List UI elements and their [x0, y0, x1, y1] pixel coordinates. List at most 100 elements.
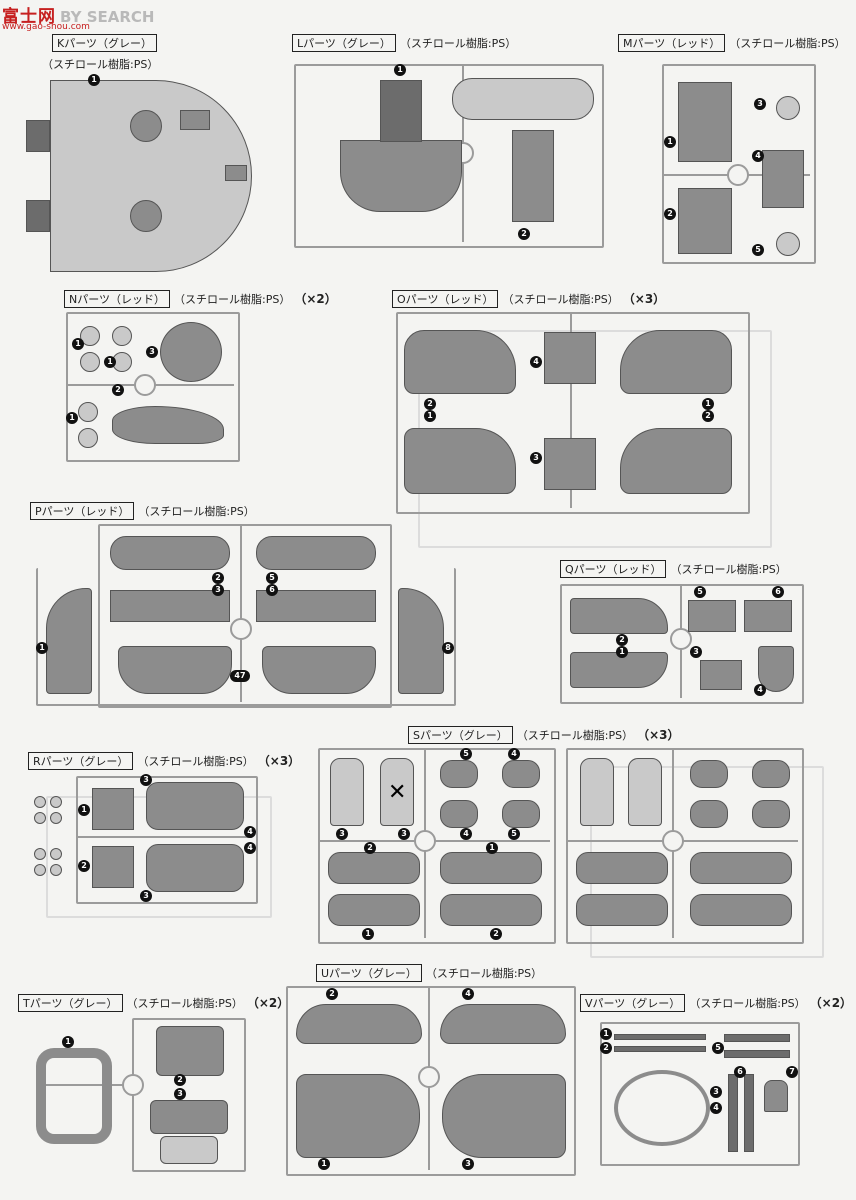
m-tag: Mパーツ（レッド）	[618, 34, 726, 52]
o-part	[544, 332, 596, 384]
p-gate	[230, 618, 252, 640]
t-header: Tパーツ（グレー） （スチロール樹脂:PS） （×2）	[18, 994, 289, 1012]
part-number: 3	[690, 646, 702, 658]
r-part	[34, 812, 46, 824]
o-quantity: （×3）	[622, 292, 666, 306]
not-used-mark-icon: ✕	[388, 780, 407, 805]
t-material: （スチロール樹脂:PS）	[126, 997, 243, 1010]
part-number: 2	[78, 860, 90, 872]
r-part	[146, 844, 244, 892]
p-part	[262, 646, 376, 694]
s-part	[690, 852, 792, 884]
o-material: （スチロール樹脂:PS）	[502, 293, 619, 306]
r-runner	[78, 836, 252, 838]
part-number: 3	[336, 828, 348, 840]
r-part	[50, 796, 62, 808]
part-number: 6	[734, 1066, 746, 1078]
part-number: 3	[212, 584, 224, 596]
m-part	[762, 150, 804, 208]
watermark-url: www.gao-shou.com	[2, 22, 90, 32]
n-material: （スチロール樹脂:PS）	[174, 293, 291, 306]
part-number: 8	[442, 642, 454, 654]
part-number: 1	[616, 646, 628, 658]
s-part	[502, 760, 540, 788]
watermark-brand: BY SEARCH	[60, 8, 155, 26]
p-part	[110, 536, 230, 570]
part-number: 3	[530, 452, 542, 464]
part-number: 4	[244, 842, 256, 854]
part-number: 1	[62, 1036, 74, 1048]
q-material: （スチロール樹脂:PS）	[670, 563, 787, 576]
q-part	[700, 660, 742, 690]
part-number: 4	[710, 1102, 722, 1114]
u-gate	[418, 1066, 440, 1088]
s-frame	[566, 748, 804, 944]
o-part	[620, 330, 732, 394]
v-quantity: （×2）	[809, 996, 853, 1010]
u-part	[296, 1074, 420, 1158]
s-quantity: （×3）	[637, 728, 680, 742]
l-part	[452, 78, 594, 120]
s-part	[440, 852, 542, 884]
s-part	[502, 800, 540, 828]
r-part	[50, 864, 62, 876]
s-material: （スチロール樹脂:PS）	[516, 729, 634, 742]
part-number: 2	[212, 572, 224, 584]
u-part	[442, 1074, 566, 1158]
part-number: 2	[424, 398, 436, 410]
r-part	[92, 846, 134, 888]
s-part	[690, 760, 728, 788]
s-part	[576, 894, 668, 926]
part-number: 2	[616, 634, 628, 646]
s-part	[628, 758, 662, 826]
s-part	[440, 894, 542, 926]
t-part	[156, 1026, 224, 1076]
k-material: （スチロール樹脂:PS）	[42, 58, 159, 71]
o-runner	[570, 314, 572, 508]
p-tag: Pパーツ（レッド）	[30, 502, 135, 520]
m-part	[776, 96, 800, 120]
s-header: Sパーツ（グレー） （スチロール樹脂:PS） （×3）	[408, 726, 680, 744]
v-part	[744, 1074, 754, 1152]
part-number: 1	[394, 64, 406, 76]
part-number: 5	[266, 572, 278, 584]
p-part	[256, 536, 376, 570]
part-number: 4	[460, 828, 472, 840]
u-material: （スチロール樹脂:PS）	[425, 967, 543, 980]
s-part	[752, 760, 790, 788]
o-header: Oパーツ（レッド） （スチロール樹脂:PS） （×3）	[392, 290, 665, 308]
part-number: 1	[72, 338, 84, 350]
v-tag: Vパーツ（グレー）	[580, 994, 686, 1012]
o-frame	[396, 312, 750, 514]
o-part	[404, 330, 516, 394]
k-header: Kパーツ（グレー）	[52, 34, 161, 52]
part-number: 1	[318, 1158, 330, 1170]
part-number: 1	[78, 804, 90, 816]
part-number: 4	[754, 684, 766, 696]
n-frame	[66, 312, 240, 462]
v-part	[724, 1034, 790, 1042]
l-part	[340, 140, 462, 212]
part-number: 1	[424, 410, 436, 422]
q-part	[758, 646, 794, 692]
s-part	[328, 894, 420, 926]
r-part	[50, 848, 62, 860]
part-number: 2	[490, 928, 502, 940]
part-number: 5	[752, 244, 764, 256]
k-detail	[130, 200, 162, 232]
p-part	[118, 646, 232, 694]
s-part	[380, 758, 414, 826]
o-part	[404, 428, 516, 494]
part-number: 1	[66, 412, 78, 424]
n-part	[80, 326, 100, 346]
t-gate	[122, 1074, 144, 1096]
l-frame	[294, 64, 604, 248]
r-part	[34, 848, 46, 860]
part-number: 3	[462, 1158, 474, 1170]
part-number: 3	[398, 828, 410, 840]
part-number: 5	[508, 828, 520, 840]
part-number: 3	[140, 774, 152, 786]
n-part	[78, 428, 98, 448]
k-detail	[180, 110, 210, 130]
n-gate	[134, 374, 156, 396]
